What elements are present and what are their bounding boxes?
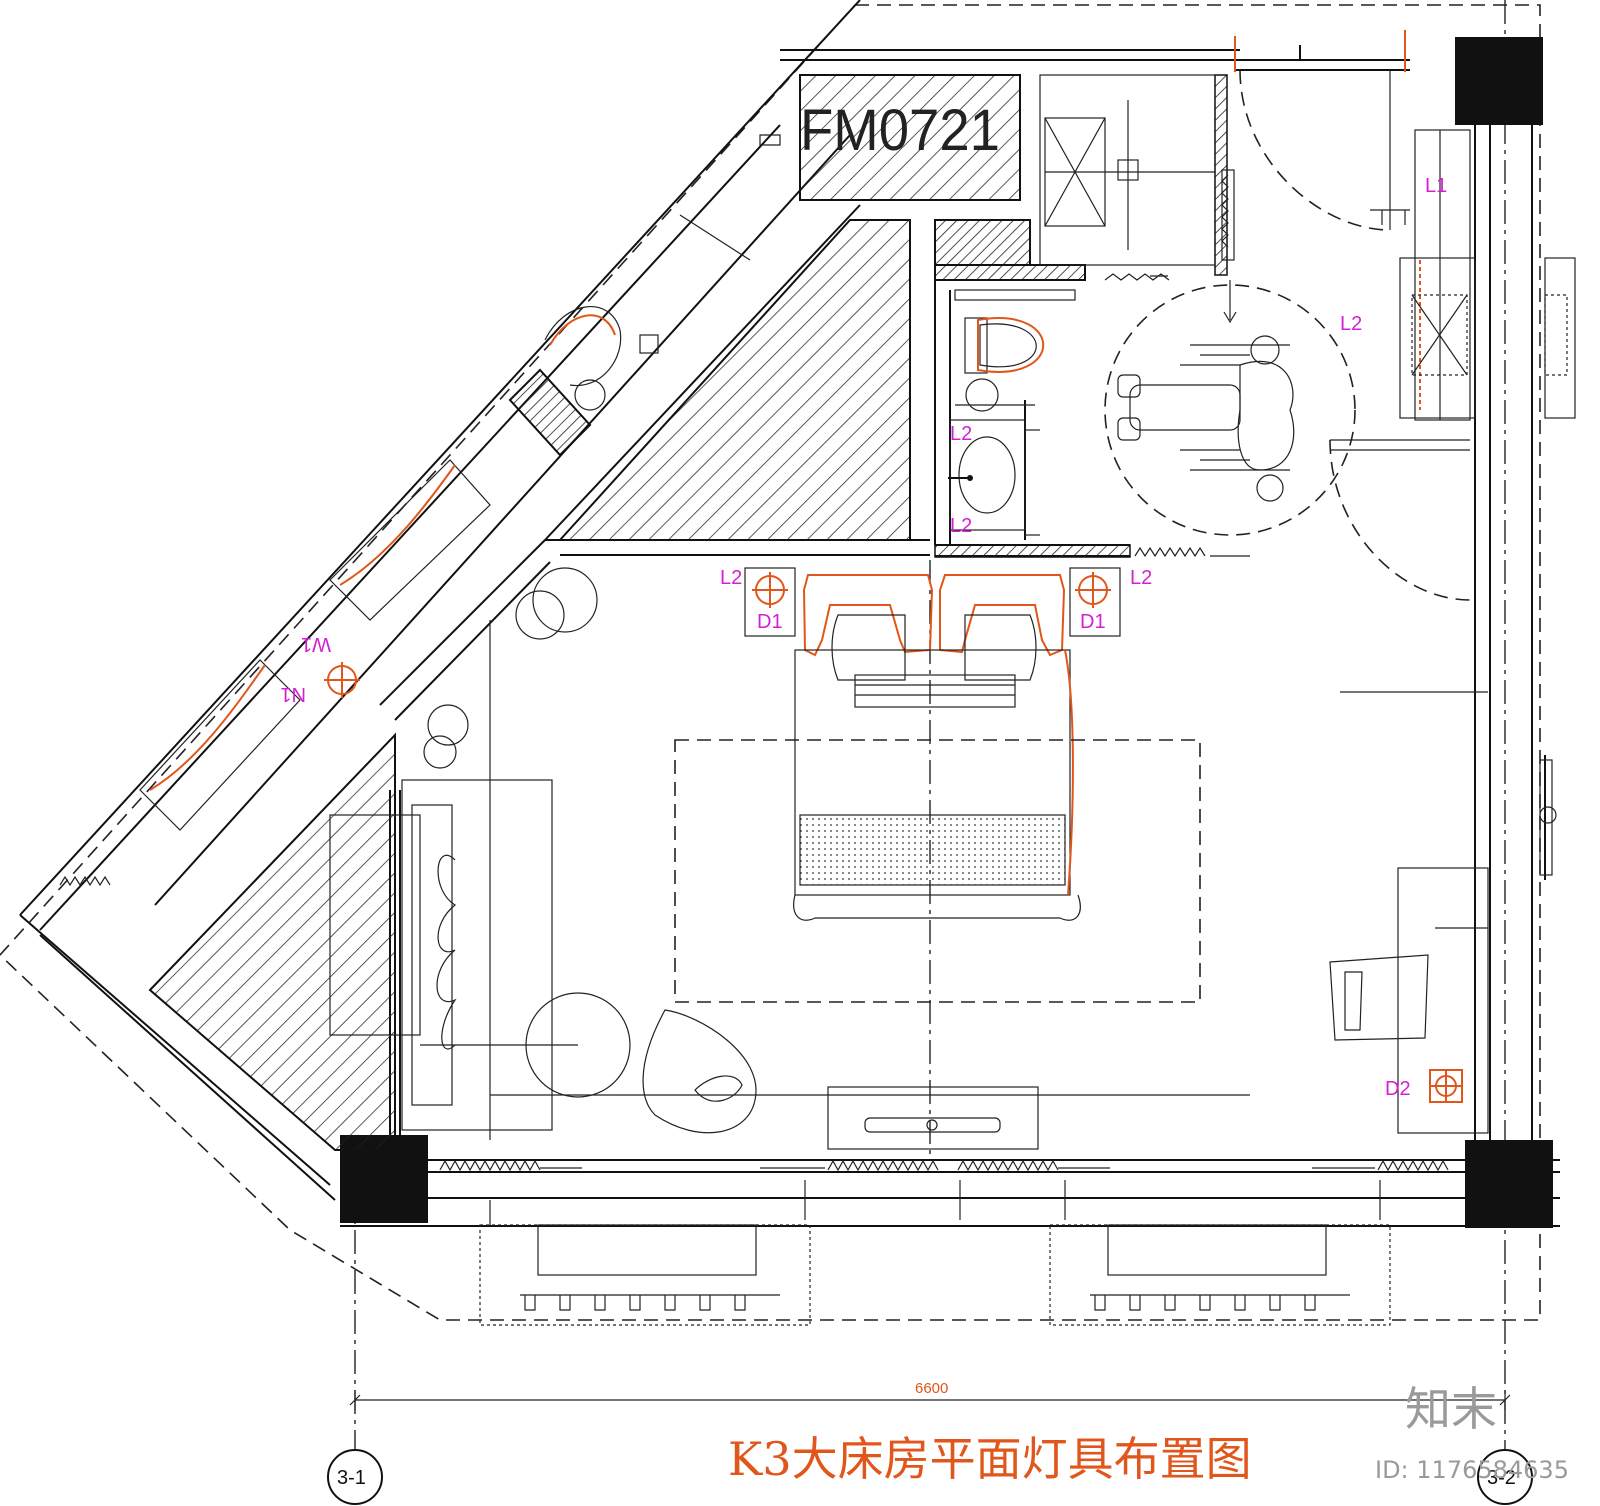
dimension-label: 6600 xyxy=(915,1380,948,1397)
toilet xyxy=(954,289,1076,412)
fixture-label-l2: L2 xyxy=(1340,313,1362,335)
light-d2-symbol xyxy=(1429,1069,1463,1103)
grid-bubble-3-1 xyxy=(327,1449,383,1505)
wheelchair-clearance xyxy=(1104,280,1356,536)
grid-bubble-3-2 xyxy=(1477,1449,1533,1505)
fixture-label-l2: L2 xyxy=(1130,567,1152,589)
watermark-brand: 知末 xyxy=(1405,1382,1497,1436)
fixture-label-l2: L2 xyxy=(950,515,972,537)
fixture-label-d1: D1 xyxy=(1080,611,1106,633)
fixture-label-l1: L1 xyxy=(1425,175,1447,197)
shower-area xyxy=(1039,74,1235,281)
tv-console xyxy=(329,567,1250,1140)
fixture-label-w1: W1 xyxy=(301,633,331,655)
watermark-id: ID: 1176584635 xyxy=(1375,1456,1569,1484)
lounge-chair xyxy=(642,1009,757,1134)
balcony-planters xyxy=(479,1224,1391,1326)
drawing-title: K3大床房平面灯具布置图 xyxy=(728,1432,1252,1486)
hatched-areas xyxy=(148,74,1228,1151)
light-w1-symbol xyxy=(324,662,360,698)
bottom-cabinet xyxy=(827,1086,1039,1150)
wheelchair-figure xyxy=(1117,335,1295,502)
fixture-label-d2: D2 xyxy=(1385,1078,1411,1100)
grid-lines xyxy=(354,0,1506,1450)
dimension-line xyxy=(349,1390,1511,1410)
outer-boundary xyxy=(0,4,1541,1321)
fixture-label-d1: D1 xyxy=(757,611,783,633)
washbasin xyxy=(948,419,1040,536)
fixture-label-l2: L2 xyxy=(720,567,742,589)
structural-columns xyxy=(340,37,1553,1228)
diagonal-wing-furniture xyxy=(59,134,781,887)
area-rug xyxy=(674,739,1201,1003)
light-d1-right-symbol xyxy=(1075,572,1111,608)
door-tag-label: FM0721 xyxy=(800,98,1000,163)
fixture-label-n1: N1 xyxy=(280,683,306,705)
wardrobe-right xyxy=(1399,129,1576,421)
grid-label-3-1: 3-1 xyxy=(337,1467,366,1489)
grid-label-3-2: 3-2 xyxy=(1487,1467,1516,1489)
light-d1-left-symbol xyxy=(752,572,788,608)
entry-door xyxy=(1234,30,1471,601)
desk-area xyxy=(1329,691,1557,1134)
fixture-label-l2: L2 xyxy=(950,423,972,445)
curtain-tracks xyxy=(439,546,1449,1225)
bed xyxy=(744,567,1121,921)
